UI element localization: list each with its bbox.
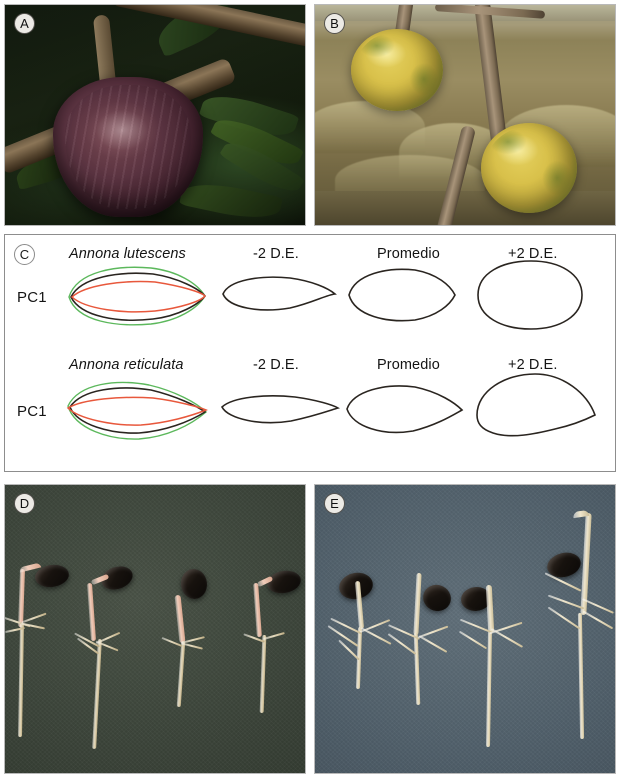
shape-promedio-reticulata — [346, 385, 464, 434]
panel-label-d: D — [14, 493, 35, 514]
column-header-minus2-row2: -2 D.E. — [253, 357, 299, 373]
mean-outline-black — [69, 387, 207, 434]
column-header-minus2-row1: -2 D.E. — [253, 246, 299, 262]
panel-c-row-lutescens: Annona lutescens -2 D.E. Promedio +2 D.E… — [5, 235, 615, 347]
annona-reticulata-fruit — [53, 77, 203, 217]
shape-plus2-lutescens — [477, 260, 583, 330]
minus-2-sd-outline-red — [66, 396, 208, 426]
panel-label-c: C — [14, 244, 35, 265]
column-header-promedio-row1: Promedio — [377, 246, 440, 262]
shape-promedio-lutescens — [348, 268, 456, 322]
soil-band — [315, 191, 615, 225]
pc1-axis-label-row2: PC1 — [17, 403, 47, 420]
panel-label-a: A — [14, 13, 35, 34]
panel-label-e: E — [324, 493, 345, 514]
minus-2-sd-outline-red — [70, 280, 207, 313]
panel-d-photo: D — [4, 484, 306, 774]
panel-d-background — [5, 485, 305, 773]
shape-plus2-reticulata — [476, 373, 596, 437]
panel-b-photo: B — [314, 4, 616, 226]
shape-minus2-reticulata — [221, 395, 340, 424]
column-header-plus2-row1: +2 D.E. — [508, 246, 558, 262]
plus-2-sd-outline-green — [68, 266, 206, 326]
shape-overlay-reticulata — [66, 381, 208, 440]
annona-lutescens-fruit — [351, 29, 443, 111]
annona-lutescens-fruit — [481, 123, 577, 213]
column-header-promedio-row2: Promedio — [377, 357, 440, 373]
shape-minus2-lutescens — [222, 276, 337, 311]
plus-2-sd-outline-green — [67, 381, 208, 440]
panel-label-b: B — [324, 13, 345, 34]
panel-c-shape-analysis: C Annona lutescens -2 D.E. Promedio +2 D… — [4, 234, 616, 472]
panel-c-row-reticulata: Annona reticulata -2 D.E. Promedio +2 D.… — [5, 347, 615, 471]
pc1-axis-label-row1: PC1 — [17, 289, 47, 306]
panel-e-photo: E — [314, 484, 616, 774]
shape-overlay-lutescens — [68, 266, 207, 326]
species-name-lutescens: Annona lutescens — [69, 246, 186, 262]
species-name-reticulata: Annona reticulata — [69, 357, 184, 373]
column-header-plus2-row2: +2 D.E. — [508, 357, 558, 373]
panel-a-photo: A — [4, 4, 306, 226]
